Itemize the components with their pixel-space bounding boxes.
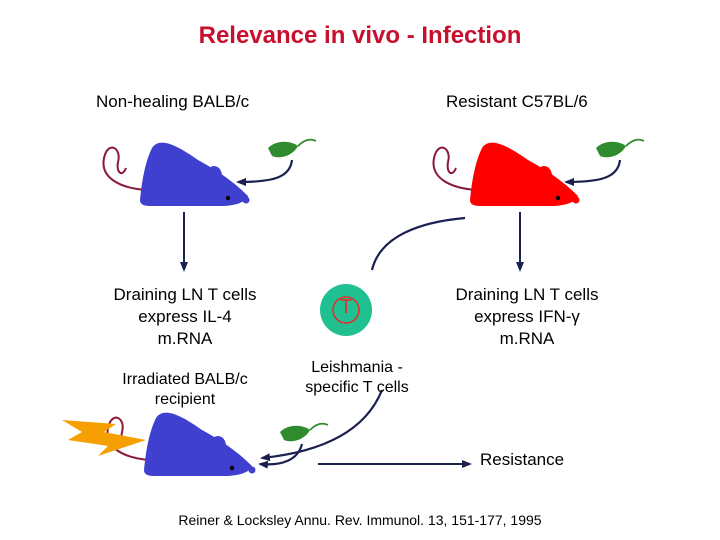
arrow-parasite-to-balb — [236, 159, 294, 186]
caption-line: specific T cells — [305, 379, 409, 396]
leishmania-caption: Leishmania - specific T cells — [282, 358, 432, 398]
caption-line: express IL-4 — [138, 307, 232, 326]
mouse-icon — [432, 142, 580, 206]
caption-line: recipient — [154, 391, 216, 408]
resistance-label: Resistance — [480, 450, 565, 469]
irradiated-caption: Irradiated BALB/c recipient — [100, 370, 270, 410]
t-cell-icon — [320, 284, 372, 336]
caption-line: express IFN-γ — [474, 307, 580, 326]
arrow-tcell-to-recipient — [260, 389, 384, 462]
arrow-parasite-to-c57 — [564, 159, 622, 186]
caption-line: m.RNA — [157, 329, 213, 348]
mouse-icon — [102, 142, 250, 206]
caption-line: Draining LN T cells — [455, 285, 599, 304]
citation: Reiner & Locksley Annu. Rev. Immunol. 13… — [178, 512, 542, 528]
page-title: Relevance in vivo - Infection — [198, 22, 522, 49]
caption-line: Leishmania - — [311, 359, 403, 376]
caption-line: Irradiated BALB/c — [122, 371, 248, 388]
balb-label: Non-healing BALB/c — [96, 92, 250, 111]
caption-line: Draining LN T cells — [113, 285, 257, 304]
c57-label: Resistant C57BL/6 — [446, 92, 588, 111]
t-cell-label: T — [339, 296, 353, 318]
lightning-bolt-icon — [62, 420, 146, 456]
leishmania-parasite-icon — [280, 422, 329, 442]
left-ln-caption: Draining LN T cells express IL-4 m.RNA — [80, 284, 290, 350]
arrow-parasite-to-recipient — [258, 443, 304, 469]
arrow-c57-to-tcell — [370, 216, 466, 271]
leishmania-parasite-icon — [596, 138, 645, 158]
caption-line: m.RNA — [499, 329, 555, 348]
leishmania-parasite-icon — [268, 138, 317, 158]
right-ln-caption: Draining LN T cells express IFN-γ m.RNA — [422, 284, 632, 350]
